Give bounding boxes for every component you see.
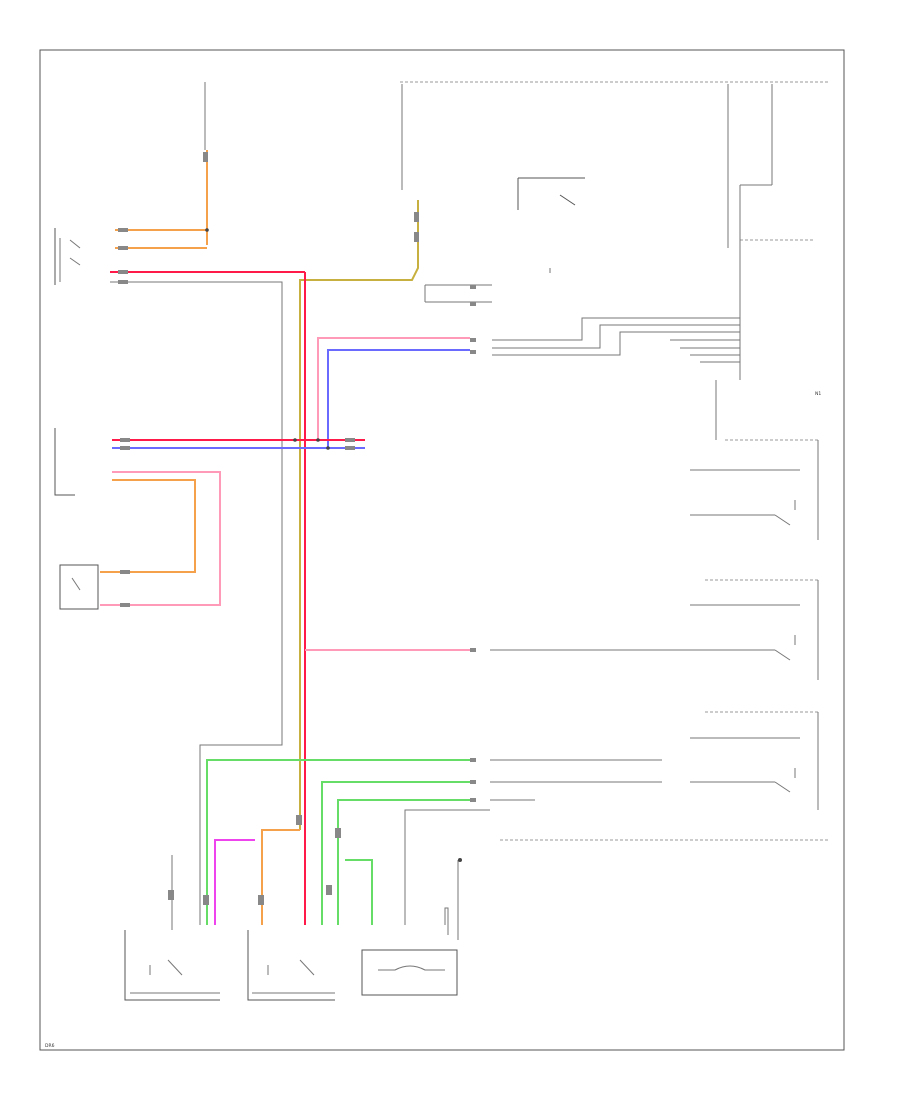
left-sensor-box bbox=[59, 564, 99, 610]
relay-1-group bbox=[690, 380, 819, 540]
diagram-border bbox=[39, 49, 845, 1051]
top-relay-symbol bbox=[517, 177, 585, 273]
top-left-fuse-feed bbox=[115, 82, 209, 249]
left-switch-connector bbox=[54, 228, 306, 925]
center-connector-pins bbox=[424, 284, 740, 363]
left-mid-connector bbox=[54, 428, 365, 606]
module-n1-label: N1 bbox=[815, 391, 821, 397]
bottom-sensor-module bbox=[361, 858, 462, 996]
bottom-left-tag: DR6 bbox=[45, 1043, 55, 1049]
bottom-relay-center bbox=[247, 930, 335, 1001]
yellow-wire-run bbox=[261, 200, 419, 925]
bottom-relay-left bbox=[124, 855, 220, 1001]
magenta-wire bbox=[214, 839, 255, 925]
green-wire-bundle bbox=[206, 759, 662, 925]
connector-markers bbox=[118, 152, 476, 905]
relay-3-group bbox=[690, 711, 819, 810]
top-right-fuse-bus bbox=[400, 81, 828, 380]
relay-2-group bbox=[305, 579, 819, 680]
pink-blue-wires bbox=[317, 337, 470, 448]
